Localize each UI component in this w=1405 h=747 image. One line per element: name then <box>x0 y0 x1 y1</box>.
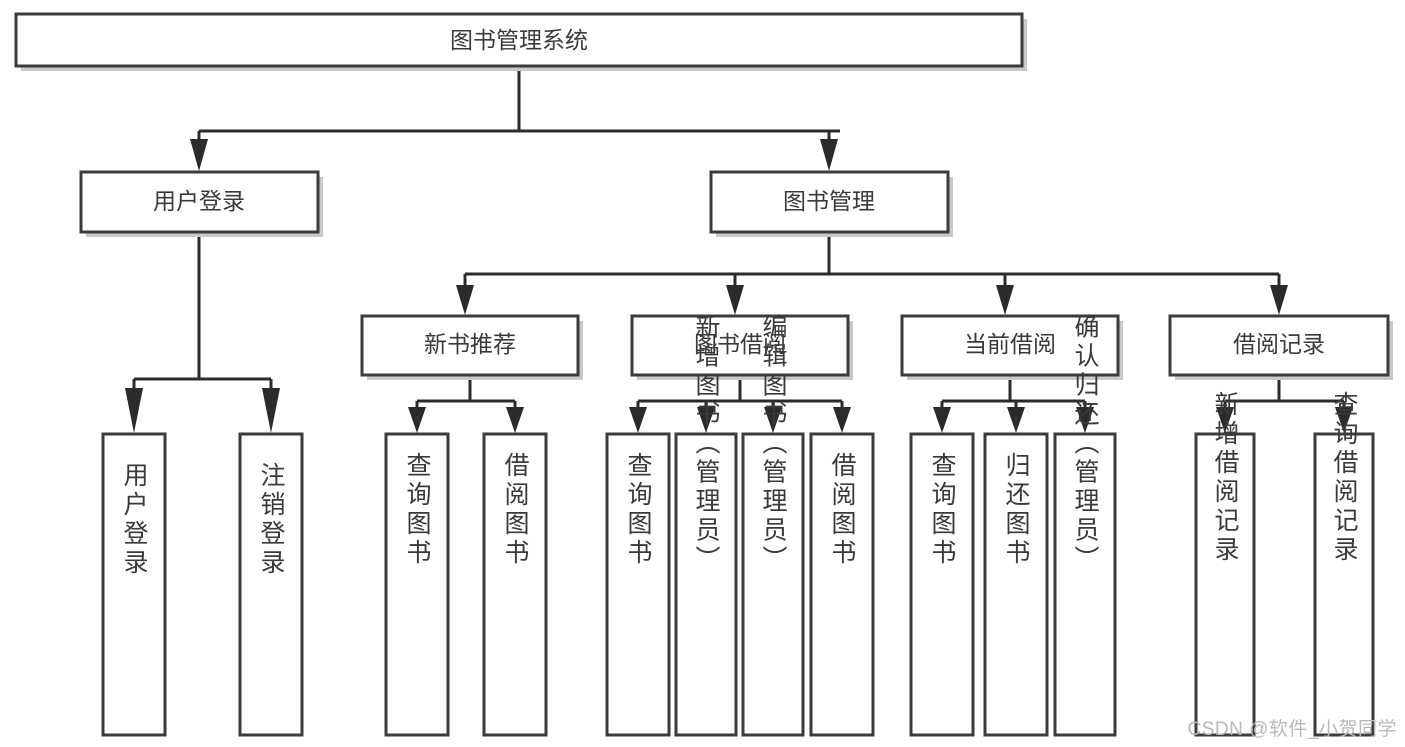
leaf-query-book-1[interactable]: 查询图书 <box>384 432 450 737</box>
current-borrow-label: 当前借阅 <box>964 331 1056 357</box>
book-borrow-box[interactable] <box>630 314 850 377</box>
leaf-edit-book-label: 编辑图书（管理员） <box>759 314 788 575</box>
arrow-to-new-book-rec-icon <box>456 285 474 315</box>
leaf-add-record[interactable]: 新增借阅记录 <box>1194 391 1256 737</box>
node-borrow-record[interactable]: 借阅记录 <box>1168 314 1393 380</box>
arrow-to-leaf-add-book-icon <box>697 407 715 433</box>
arrow-to-leaf-query-book-2-icon <box>629 407 647 433</box>
leaf-confirm-return-box[interactable] <box>1053 432 1117 737</box>
leaf-user-logout-label: 注销登录 <box>257 462 286 578</box>
leaf-user-login-label: 用户登录 <box>120 462 149 578</box>
node-root[interactable]: 图书管理系统 <box>14 12 1027 71</box>
node-book-borrow[interactable]: 图书借阅 <box>630 314 853 380</box>
root-box[interactable] <box>14 12 1024 68</box>
leaf-query-book-3[interactable]: 查询图书 <box>909 432 975 737</box>
leaf-query-record[interactable]: 查询借阅记录 <box>1313 391 1375 737</box>
borrow-record-label: 借阅记录 <box>1233 331 1325 357</box>
arrow-to-leaf-query-book-3-icon <box>933 407 951 433</box>
new-book-rec-label: 新书推荐 <box>424 331 516 357</box>
leaf-borrow-book-1[interactable]: 借阅图书 <box>482 432 548 737</box>
arrow-to-leaf-return-book-icon <box>1007 407 1025 433</box>
leaf-borrow-book-1-label: 借阅图书 <box>501 452 530 568</box>
leaf-borrow-book-2-box[interactable] <box>809 432 875 737</box>
arrow-to-leaf-borrow-book-2-icon <box>833 407 851 433</box>
arrow-to-current-borrow-icon <box>996 285 1014 315</box>
leaf-borrow-book-2[interactable]: 借阅图书 <box>809 432 875 737</box>
node-current-borrow[interactable]: 当前借阅 <box>900 314 1123 380</box>
leaf-user-logout[interactable]: 注销登录 <box>238 432 304 737</box>
arrow-to-leaf-add-record-icon <box>1216 407 1234 433</box>
arrow-to-leaf-user-login-icon <box>125 388 143 433</box>
leaf-confirm-return[interactable]: 确认归还（管理员） <box>1053 314 1117 737</box>
leaf-user-login[interactable]: 用户登录 <box>101 432 167 737</box>
leaf-return-book-label: 归还图书 <box>1002 452 1031 568</box>
book-manage-label: 图书管理 <box>783 188 875 214</box>
leaf-confirm-return-label: 确认归还（管理员） <box>1071 314 1100 575</box>
leaf-return-book-box[interactable] <box>983 432 1049 737</box>
new-book-rec-box[interactable] <box>360 314 580 377</box>
arrow-to-borrow-record-icon <box>1270 285 1288 315</box>
leaf-add-book-box[interactable] <box>674 432 738 737</box>
user-login-label: 用户登录 <box>153 188 245 214</box>
arrow-to-book-borrow-icon <box>726 285 744 315</box>
leaf-add-book[interactable]: 新增图书（管理员） <box>674 314 738 737</box>
node-new-book-rec[interactable]: 新书推荐 <box>360 314 583 380</box>
node-user-login[interactable]: 用户登录 <box>79 170 323 237</box>
arrow-to-leaf-confirm-return-icon <box>1076 407 1094 433</box>
leaf-add-record-box[interactable] <box>1194 432 1256 737</box>
leaf-query-record-box[interactable] <box>1313 432 1375 737</box>
edge-layer <box>125 66 1353 433</box>
leaf-borrow-book-2-label: 借阅图书 <box>828 452 857 568</box>
arrow-to-leaf-borrow-book-1-icon <box>506 407 524 433</box>
leaf-edit-book-box[interactable] <box>741 432 805 737</box>
arrow-to-book-manage-icon <box>820 139 838 171</box>
leaf-query-book-2-box[interactable] <box>605 432 671 737</box>
node-book-manage[interactable]: 图书管理 <box>709 170 953 237</box>
leaf-query-book-1-box[interactable] <box>384 432 450 737</box>
arrow-to-leaf-query-book-1-icon <box>408 407 426 433</box>
book-manage-box[interactable] <box>709 170 950 234</box>
arrow-to-leaf-query-record-icon <box>1335 407 1353 433</box>
arrow-to-user-login-icon <box>190 139 208 171</box>
leaf-user-login-box[interactable] <box>101 432 167 737</box>
leaf-query-book-3-box[interactable] <box>909 432 975 737</box>
leaf-query-book-2-label: 查询图书 <box>624 452 653 568</box>
arrow-to-leaf-user-logout-icon <box>262 388 280 433</box>
leaf-edit-book[interactable]: 编辑图书（管理员） <box>741 314 805 737</box>
user-login-box[interactable] <box>79 170 320 234</box>
leaf-add-record-label: 新增借阅记录 <box>1211 391 1240 565</box>
arrow-to-leaf-edit-book-icon <box>764 407 782 433</box>
borrow-record-box[interactable] <box>1168 314 1390 377</box>
leaf-query-book-1-label: 查询图书 <box>403 452 432 568</box>
root-label: 图书管理系统 <box>450 27 588 53</box>
leaf-borrow-book-1-box[interactable] <box>482 432 548 737</box>
leaf-query-book-2[interactable]: 查询图书 <box>605 432 671 737</box>
current-borrow-box[interactable] <box>900 314 1120 377</box>
leaf-query-book-3-label: 查询图书 <box>928 452 957 568</box>
book-borrow-label: 图书借阅 <box>694 331 786 357</box>
leaf-query-record-label: 查询借阅记录 <box>1330 391 1359 565</box>
leaf-return-book[interactable]: 归还图书 <box>983 432 1049 737</box>
leaf-user-logout-box[interactable] <box>238 432 304 737</box>
leaf-add-book-label: 新增图书（管理员） <box>692 314 721 575</box>
